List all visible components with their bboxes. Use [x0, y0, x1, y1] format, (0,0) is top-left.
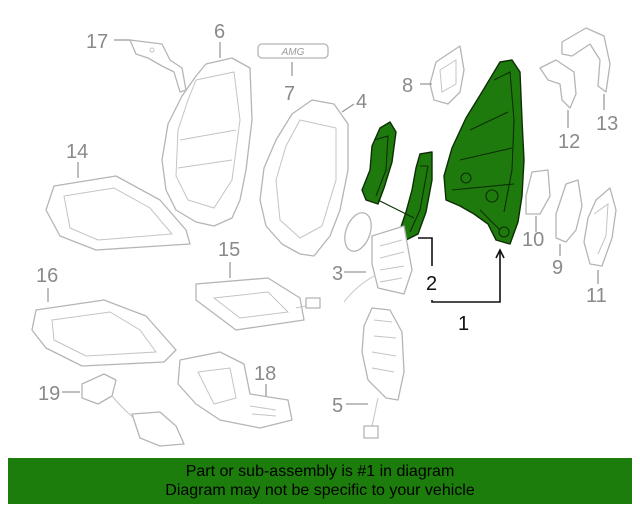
part-17-bracket — [129, 39, 187, 93]
part-10-mechanism — [525, 169, 551, 215]
callout-12: 12 — [558, 131, 580, 153]
part-7-badge: AMG — [257, 43, 329, 59]
part-18-seat-shell — [177, 351, 293, 429]
part-9-side-panel — [555, 179, 583, 243]
leader-1 — [431, 250, 501, 303]
part-15-seat-base — [195, 277, 321, 331]
callout-5: 5 — [332, 395, 343, 417]
part-3-lumbar — [343, 212, 413, 303]
callout-19: 19 — [38, 383, 60, 405]
part-13-back-panel — [561, 27, 611, 93]
part-4-backrest-pad — [259, 99, 349, 257]
leader-4 — [341, 103, 355, 113]
callout-8: 8 — [402, 75, 413, 97]
callout-11: 11 — [586, 285, 607, 307]
banner-line-1: Part or sub-assembly is #1 in diagram — [185, 463, 455, 480]
callout-13: 13 — [596, 113, 618, 135]
part-14-cushion-cover — [45, 175, 191, 251]
callout-14: 14 — [66, 141, 88, 163]
callout-9: 9 — [552, 257, 563, 279]
part-8-trim — [429, 45, 465, 105]
part-6-backrest-cover — [161, 57, 253, 227]
part-5-back-panel — [361, 307, 405, 439]
parts-diagram: 17 6 AMG 7 14 4 8 12 13 — [31, 21, 618, 447]
callout-7: 7 — [284, 83, 295, 105]
callout-16: 16 — [36, 265, 58, 287]
info-banner: Part or sub-assembly is #1 in diagram Di… — [8, 458, 632, 504]
part-11-side-trim — [583, 187, 617, 267]
part-19-handle — [81, 373, 185, 447]
callout-2: 2 — [426, 273, 437, 295]
callout-4: 4 — [356, 91, 367, 113]
leader-1-arrow — [495, 248, 505, 259]
part-2-side-frames — [361, 121, 433, 241]
part-16-seat-cushion — [31, 299, 177, 367]
leader-2 — [418, 237, 433, 266]
badge-text: AMG — [281, 47, 305, 58]
banner-line-2: Diagram may not be specific to your vehi… — [165, 482, 475, 499]
callout-17: 17 — [86, 31, 108, 53]
callout-18: 18 — [254, 363, 276, 385]
callout-6: 6 — [214, 21, 225, 43]
part-12-cover — [539, 59, 577, 109]
part-1-backrest-frame — [443, 59, 525, 245]
callout-3: 3 — [332, 263, 343, 285]
callout-1: 1 — [458, 313, 469, 335]
callout-10: 10 — [522, 229, 544, 251]
callout-15: 15 — [218, 239, 240, 261]
